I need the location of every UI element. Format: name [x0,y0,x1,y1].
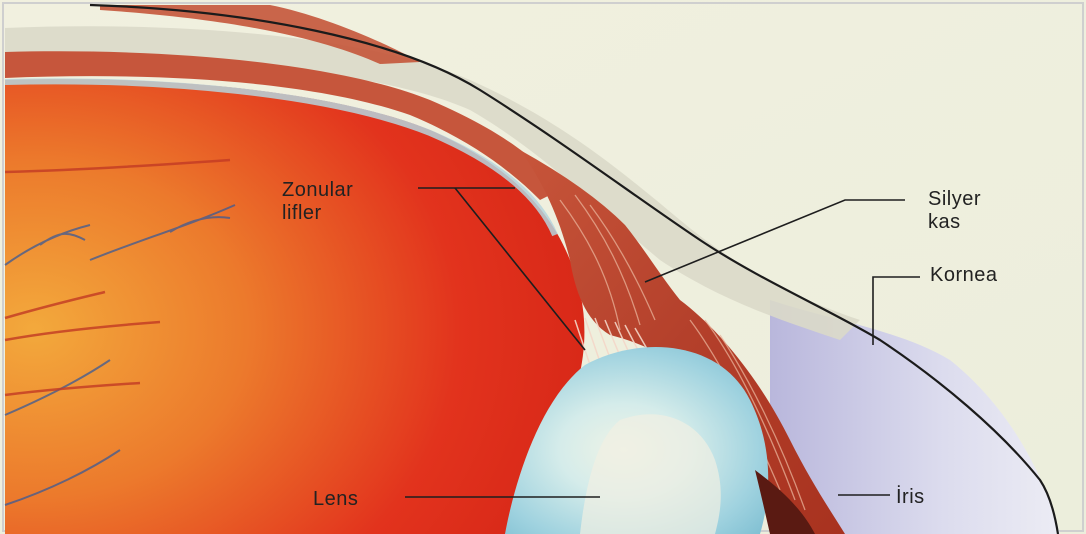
label-lens: Lens [313,488,358,510]
label-kornea: Kornea [930,264,998,286]
label-zonular-line1: Zonular [282,179,353,201]
label-silyer-line2: kas [928,211,961,233]
label-silyer-line1: Silyer [928,188,981,210]
label-iris: İris [896,485,925,508]
label-zonular-line2: lifler [282,202,322,224]
